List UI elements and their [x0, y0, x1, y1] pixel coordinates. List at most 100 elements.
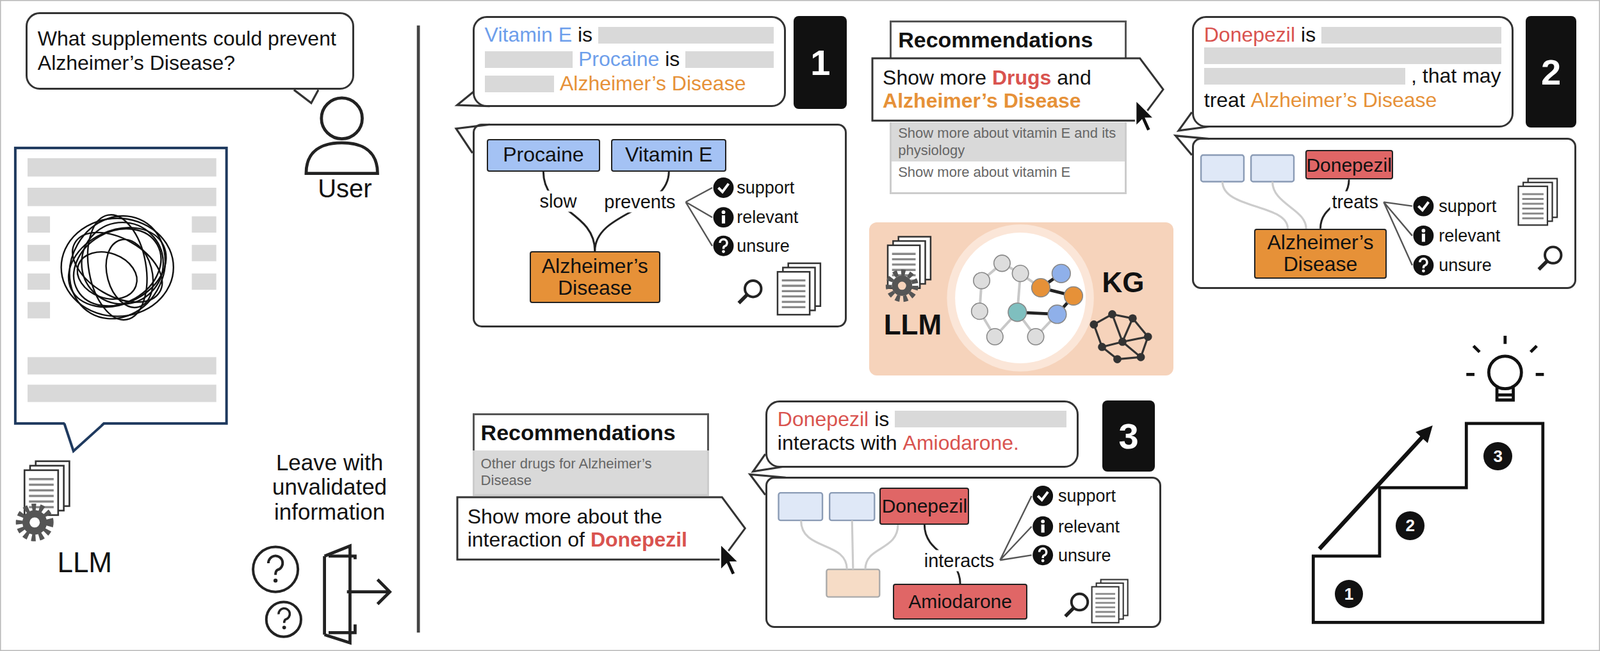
option-text: Show more about vitamin E and its physio… [891, 122, 1125, 162]
node-text: relevant [736, 207, 799, 228]
node-text: unsure [736, 235, 790, 256]
text-flow: Alzheimer’s Disease [1260, 231, 1381, 275]
node-text: KG [1102, 266, 1145, 299]
text-line [1204, 47, 1502, 65]
option-text: Other drugs for Alzheimer’s Disease [474, 452, 708, 492]
edge-label: interacts [922, 549, 997, 571]
node-text: 1 [1344, 584, 1354, 604]
node-text: 2 [1541, 51, 1561, 93]
node-text: Donepezil [1306, 154, 1392, 176]
menu-option: Show more about the interaction ofDonepe… [457, 497, 745, 560]
node-text: Recommendations [897, 27, 1093, 52]
text-flow: Recommendations [897, 27, 1093, 53]
llm-kg-panel: LLMKG [869, 222, 1174, 376]
text-flow: Amiodarone [908, 591, 1013, 612]
menu-header: Recommendations [472, 413, 710, 450]
text-line: interacts withAmiodarone. [777, 431, 1067, 456]
text-line: Donepezilis [1204, 23, 1502, 48]
node-text: Amiodarone. [903, 431, 1020, 456]
text-flow: Show more about the interaction ofDonepe… [467, 504, 717, 553]
edge-label: slow [537, 190, 579, 212]
redacted-bar [484, 75, 555, 93]
text-flow: What supplements could prevent Alzheimer… [37, 26, 343, 76]
speech-bubble: Donepezilisinteracts withAmiodarone. [765, 400, 1079, 468]
node-text: support [1438, 195, 1497, 216]
text-flow: 2 [1405, 515, 1415, 536]
speech-bubble: What supplements could prevent Alzheimer… [25, 12, 355, 90]
step-circle: 1 [1334, 579, 1364, 609]
text-line: Procaineis [484, 47, 774, 72]
node-text: Amiodarone [908, 590, 1013, 612]
text-flow: 3 [1118, 415, 1139, 457]
entity-node: Alzheimer’s Disease [529, 251, 661, 303]
text-line: treatAlzheimer’s Disease [1204, 88, 1502, 113]
node-text: relevant [1058, 516, 1120, 537]
node-text: Drugs [992, 65, 1052, 90]
entity-node: Amiodarone [892, 583, 1028, 620]
step-number: 1 [793, 16, 847, 109]
node-text: Vitamin E [484, 23, 572, 48]
text-line: Donepezilis [777, 407, 1067, 432]
node-text: Donepezil [777, 407, 869, 432]
node-text: 3 [1118, 415, 1139, 457]
text-flow: Recommendations [481, 420, 676, 446]
kg-panel: support relevant unsure Procaine Vitamin E Al… [472, 123, 848, 328]
text-label: User [304, 174, 386, 203]
node-text: Procaine [502, 142, 584, 166]
text-line: Vitamin Eis [484, 23, 774, 48]
node-text: 1 [810, 42, 831, 83]
redacted-bar [1321, 26, 1501, 44]
option-text: Show more about vitamin E [891, 161, 1125, 184]
entity-node: Donepezil [879, 487, 970, 524]
node-text: 2 [1405, 515, 1415, 535]
text-flow: Show moreDrugsandAlzheimer’s Disease [882, 65, 1135, 114]
redacted-bar [685, 51, 774, 68]
redacted-bar [1204, 67, 1406, 85]
text-line: Alzheimer’s Disease [484, 71, 774, 97]
node-text: is [577, 23, 593, 48]
text-flow: 1 [1344, 584, 1354, 605]
node-text: Vitamin E [625, 142, 713, 166]
text-flow: 2 [1541, 51, 1561, 93]
text-flow: Vitamin E [625, 144, 713, 166]
text-flow: 1 [810, 41, 831, 84]
node-text: Alzheimer’s Disease [882, 89, 1082, 113]
node-text: Donepezil [1204, 23, 1296, 48]
entity-node: Vitamin E [611, 138, 727, 172]
speech-bubble: Donepezilis , that maytreatAlzheimer’s Di… [1191, 16, 1514, 128]
text-flow: Alzheimer’s Disease [536, 255, 654, 299]
text-line: , that may [1204, 64, 1502, 89]
redacted-bar [484, 51, 573, 68]
step-number: 2 [1525, 16, 1577, 128]
node-text: Show more [882, 65, 987, 90]
node-text: 3 [1493, 446, 1503, 466]
entity-node: Donepezil [1305, 149, 1394, 180]
node-text: , that may [1411, 64, 1502, 89]
node-text: Alzheimer’s Disease [559, 71, 746, 97]
node-text: unsure [1438, 255, 1492, 276]
node-text: What supplements could prevent Alzheimer… [37, 26, 337, 75]
node-text: Procaine [578, 47, 660, 72]
edge-label: treats [1329, 191, 1381, 213]
node-text: interacts with [777, 431, 898, 456]
node-text: Donepezil [590, 527, 688, 551]
text-label: LLM [39, 546, 131, 578]
node-text: Alzheimer’s Disease [541, 254, 649, 300]
text-label: Leave with unvalidated information [242, 450, 417, 525]
node-text: and [1056, 65, 1091, 90]
node-text: relevant [1438, 226, 1501, 246]
step-number: 3 [1102, 400, 1156, 473]
node-text: Donepezil [881, 495, 968, 517]
menu-header: Recommendations [889, 20, 1127, 59]
node-text: unsure [1058, 545, 1112, 565]
node-text: is [874, 407, 890, 432]
menu-options: Other drugs for Alzheimer’s Disease [472, 450, 710, 497]
redacted-bar [894, 410, 1067, 428]
node-text: support [736, 178, 795, 198]
menu-options: Show more about vitamin E and its physio… [889, 122, 1127, 195]
kg-panel: support relevant unsure DonepezilAlzheimer’… [1191, 137, 1577, 289]
text-flow: 3 [1493, 446, 1503, 467]
node-text: is [664, 47, 680, 72]
text-flow: Donepezil [1306, 155, 1392, 176]
